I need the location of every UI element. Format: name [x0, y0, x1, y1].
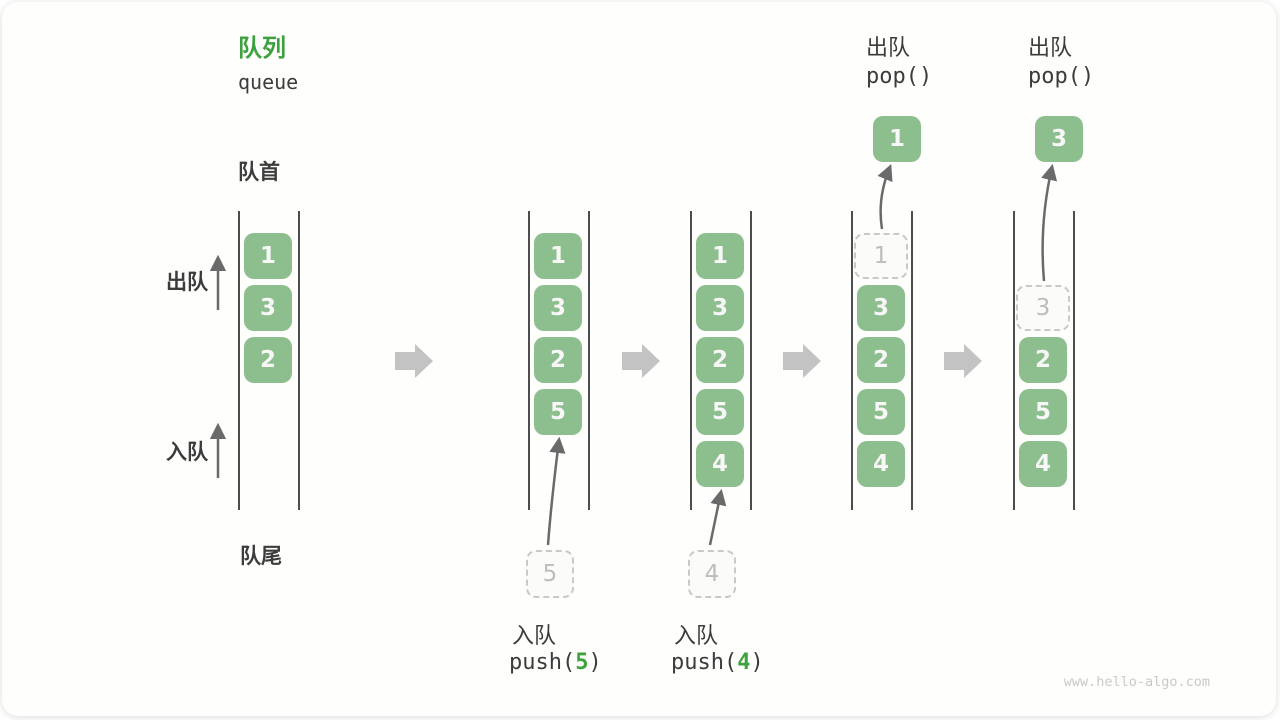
enqueue-op-label: 入队 [674, 623, 719, 648]
enqueue-op-label: 入队 [512, 623, 557, 648]
ghost-cell: 3 [1016, 285, 1070, 331]
queue-cell: 2 [857, 337, 905, 383]
queue-rear-label: 队尾 [240, 545, 282, 568]
queue-cell: 2 [244, 337, 292, 383]
code-prefix: push( [509, 650, 576, 675]
code-suffix: ) [588, 650, 602, 675]
queue-wall-right [1073, 211, 1075, 510]
transition-arrow [395, 344, 433, 378]
page-title: 队列 [238, 35, 286, 62]
dequeue-arrow [1041, 163, 1058, 282]
queue-wall-left [690, 211, 692, 510]
queue-cell: 1 [534, 233, 582, 279]
dequeue-side-label: 出队 [166, 271, 208, 294]
queue-cell: 3 [696, 285, 744, 331]
code-suffix: ) [750, 650, 764, 675]
dequeue-op-code: pop() [1028, 64, 1095, 89]
enqueue-op-code: push(4) [671, 650, 764, 675]
transition-arrow [783, 344, 821, 378]
queue-wall-right [588, 211, 590, 510]
queue-front-label: 队首 [238, 161, 280, 184]
dequeue-op-code: pop() [866, 64, 933, 89]
queue-wall-left [851, 211, 853, 510]
popped-value-block: 3 [1035, 116, 1083, 162]
enqueue-arrow [546, 436, 566, 546]
queue-cell: 2 [1019, 337, 1067, 383]
queue-cell: 2 [534, 337, 582, 383]
watermark: www.hello-algo.com [1063, 674, 1210, 690]
queue-wall-right [911, 211, 913, 510]
queue-cell: 5 [857, 389, 905, 435]
queue-wall-right [298, 211, 300, 510]
queue-cell: 5 [1019, 389, 1067, 435]
popped-value-block: 1 [873, 116, 921, 162]
page-subtitle: queue [238, 70, 299, 94]
dequeue-op-label: 出队 [1028, 35, 1073, 60]
queue-cell: 2 [696, 337, 744, 383]
queue-cell: 3 [244, 285, 292, 331]
code-arg: 4 [737, 650, 751, 675]
enqueue-value-box: 5 [526, 550, 574, 598]
ghost-cell: 1 [854, 233, 908, 279]
queue-wall-left [238, 211, 240, 510]
enqueue-side-label: 入队 [166, 441, 208, 464]
queue-cell: 4 [857, 441, 905, 487]
dequeue-op-label: 出队 [866, 35, 911, 60]
dequeue-arrow [877, 164, 893, 230]
code-prefix: push( [671, 650, 738, 675]
queue-wall-left [1013, 211, 1015, 510]
queue-wall-right [750, 211, 752, 510]
queue-cell: 5 [696, 389, 744, 435]
queue-cell: 1 [696, 233, 744, 279]
transition-arrow [622, 344, 660, 378]
queue-cell: 5 [534, 389, 582, 435]
queue-cell: 3 [534, 285, 582, 331]
code-arg: 5 [575, 650, 589, 675]
enqueue-op-code: push(5) [509, 650, 602, 675]
queue-cell: 3 [857, 285, 905, 331]
queue-cell: 4 [1019, 441, 1067, 487]
queue-wall-left [528, 211, 530, 510]
transition-arrow [944, 344, 982, 378]
queue-cell: 1 [244, 233, 292, 279]
enqueue-value-box: 4 [688, 550, 736, 598]
queue-cell: 4 [696, 441, 744, 487]
enqueue-arrow [708, 488, 727, 546]
